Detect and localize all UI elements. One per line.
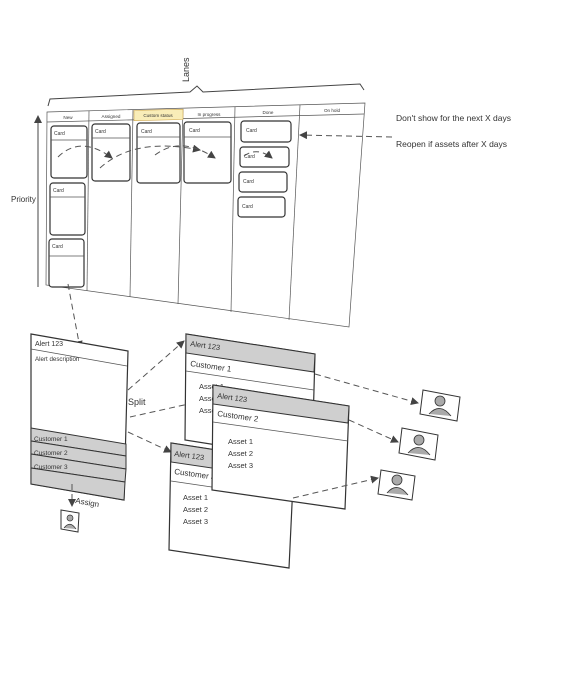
- card[interactable]: Card: [239, 146, 290, 168]
- card[interactable]: Card: [50, 125, 88, 179]
- split-asset: Asset 1: [183, 493, 208, 502]
- source-customer-1: Customer 1: [34, 436, 68, 443]
- column-header-done: Done: [263, 110, 274, 115]
- column-divider: [177, 108, 184, 305]
- card-flow-arrow: [57, 145, 113, 159]
- split-asset: Asset 1: [228, 437, 253, 446]
- custom-status-header-highlight: [133, 108, 184, 122]
- column-header-new: New: [63, 115, 73, 120]
- card-flow-arrow: [154, 145, 216, 159]
- column-divider: [86, 110, 90, 292]
- svg-text:Card: Card: [52, 244, 63, 250]
- column-divider: [230, 106, 236, 313]
- card-flow-arrow: [243, 150, 273, 159]
- split-asset: Asset 3: [228, 461, 253, 470]
- svg-text:Card: Card: [95, 129, 106, 135]
- user-avatar-icon[interactable]: [377, 469, 416, 501]
- board-outline: [45, 102, 366, 328]
- card[interactable]: Card: [183, 121, 232, 184]
- svg-text:Card: Card: [244, 154, 255, 160]
- card[interactable]: Card: [240, 120, 292, 143]
- card[interactable]: Card: [91, 123, 131, 182]
- split-alert-title: Alert 123: [217, 391, 248, 404]
- user-avatar-icon[interactable]: [60, 509, 80, 533]
- priority-label: Priority: [11, 195, 36, 204]
- split-arrow: [129, 396, 212, 418]
- source-alert-title: Alert 123: [35, 341, 63, 348]
- svg-text:Card: Card: [189, 128, 200, 134]
- assign-user-arrow: [348, 419, 399, 443]
- split-asset: Asset 3: [183, 517, 208, 526]
- split-asset: Asset 3: [199, 406, 224, 415]
- split-arrow: [127, 340, 185, 391]
- card[interactable]: Card: [238, 171, 288, 193]
- card-to-alert-arrow: [67, 283, 83, 349]
- card-flow-arrow: [99, 144, 201, 169]
- split-alert-title: Alert 123: [174, 449, 205, 462]
- svg-text:Card: Card: [141, 129, 152, 135]
- column-header-in-progress: In progress: [198, 112, 222, 117]
- card[interactable]: Card: [49, 182, 86, 236]
- board-header-divider: [46, 113, 365, 123]
- card[interactable]: Card: [237, 196, 286, 218]
- source-customer-3: Customer 3: [34, 464, 68, 471]
- lanes-label: Lanes: [181, 57, 191, 82]
- column-header-assigned: Assigned: [102, 114, 121, 119]
- split-alert-card[interactable]: Alert 123 Customer 2 Asset 1 Asset 2 Ass…: [211, 384, 350, 510]
- reopen-annotation: Reopen if assets after X days: [396, 139, 507, 149]
- card[interactable]: Card: [48, 238, 85, 288]
- svg-text:Card: Card: [53, 188, 64, 194]
- split-asset: Asset 2: [228, 449, 253, 458]
- kanban-board: Lanes New Assigned Custom status In prog…: [11, 57, 511, 349]
- column-divider: [288, 104, 301, 321]
- column-header-on-hold: On hold: [324, 108, 341, 113]
- dont-show-annotation: Don't show for the next X days: [396, 113, 511, 123]
- assign-user-arrow: [314, 373, 419, 405]
- column-divider: [129, 109, 134, 298]
- lanes-brace: [47, 83, 365, 107]
- user-avatar-icon[interactable]: [398, 427, 439, 461]
- source-alert-panel[interactable]: Alert 123 Alert description Customer 1 C…: [30, 333, 129, 501]
- svg-text:Card: Card: [54, 131, 65, 137]
- assign-label: Assign: [75, 496, 100, 509]
- split-alert-title: Alert 123: [190, 339, 221, 352]
- user-avatar-icon[interactable]: [419, 389, 461, 422]
- split-asset: Asset 2: [183, 505, 208, 514]
- svg-text:Card: Card: [242, 204, 253, 210]
- svg-text:Card: Card: [243, 179, 254, 185]
- split-asset: Asset 2: [199, 394, 224, 403]
- svg-text:Card: Card: [246, 128, 257, 134]
- split-label: Split: [128, 397, 146, 407]
- annotation-arrow: [299, 131, 393, 140]
- split-asset: Asset 1: [199, 382, 224, 391]
- column-header-custom-status: Custom status: [143, 113, 173, 118]
- source-customer-2: Customer 2: [34, 450, 68, 457]
- assign-user-arrow: [292, 475, 379, 499]
- source-alert-description: Alert description: [35, 356, 80, 363]
- split-arrow: [127, 431, 172, 453]
